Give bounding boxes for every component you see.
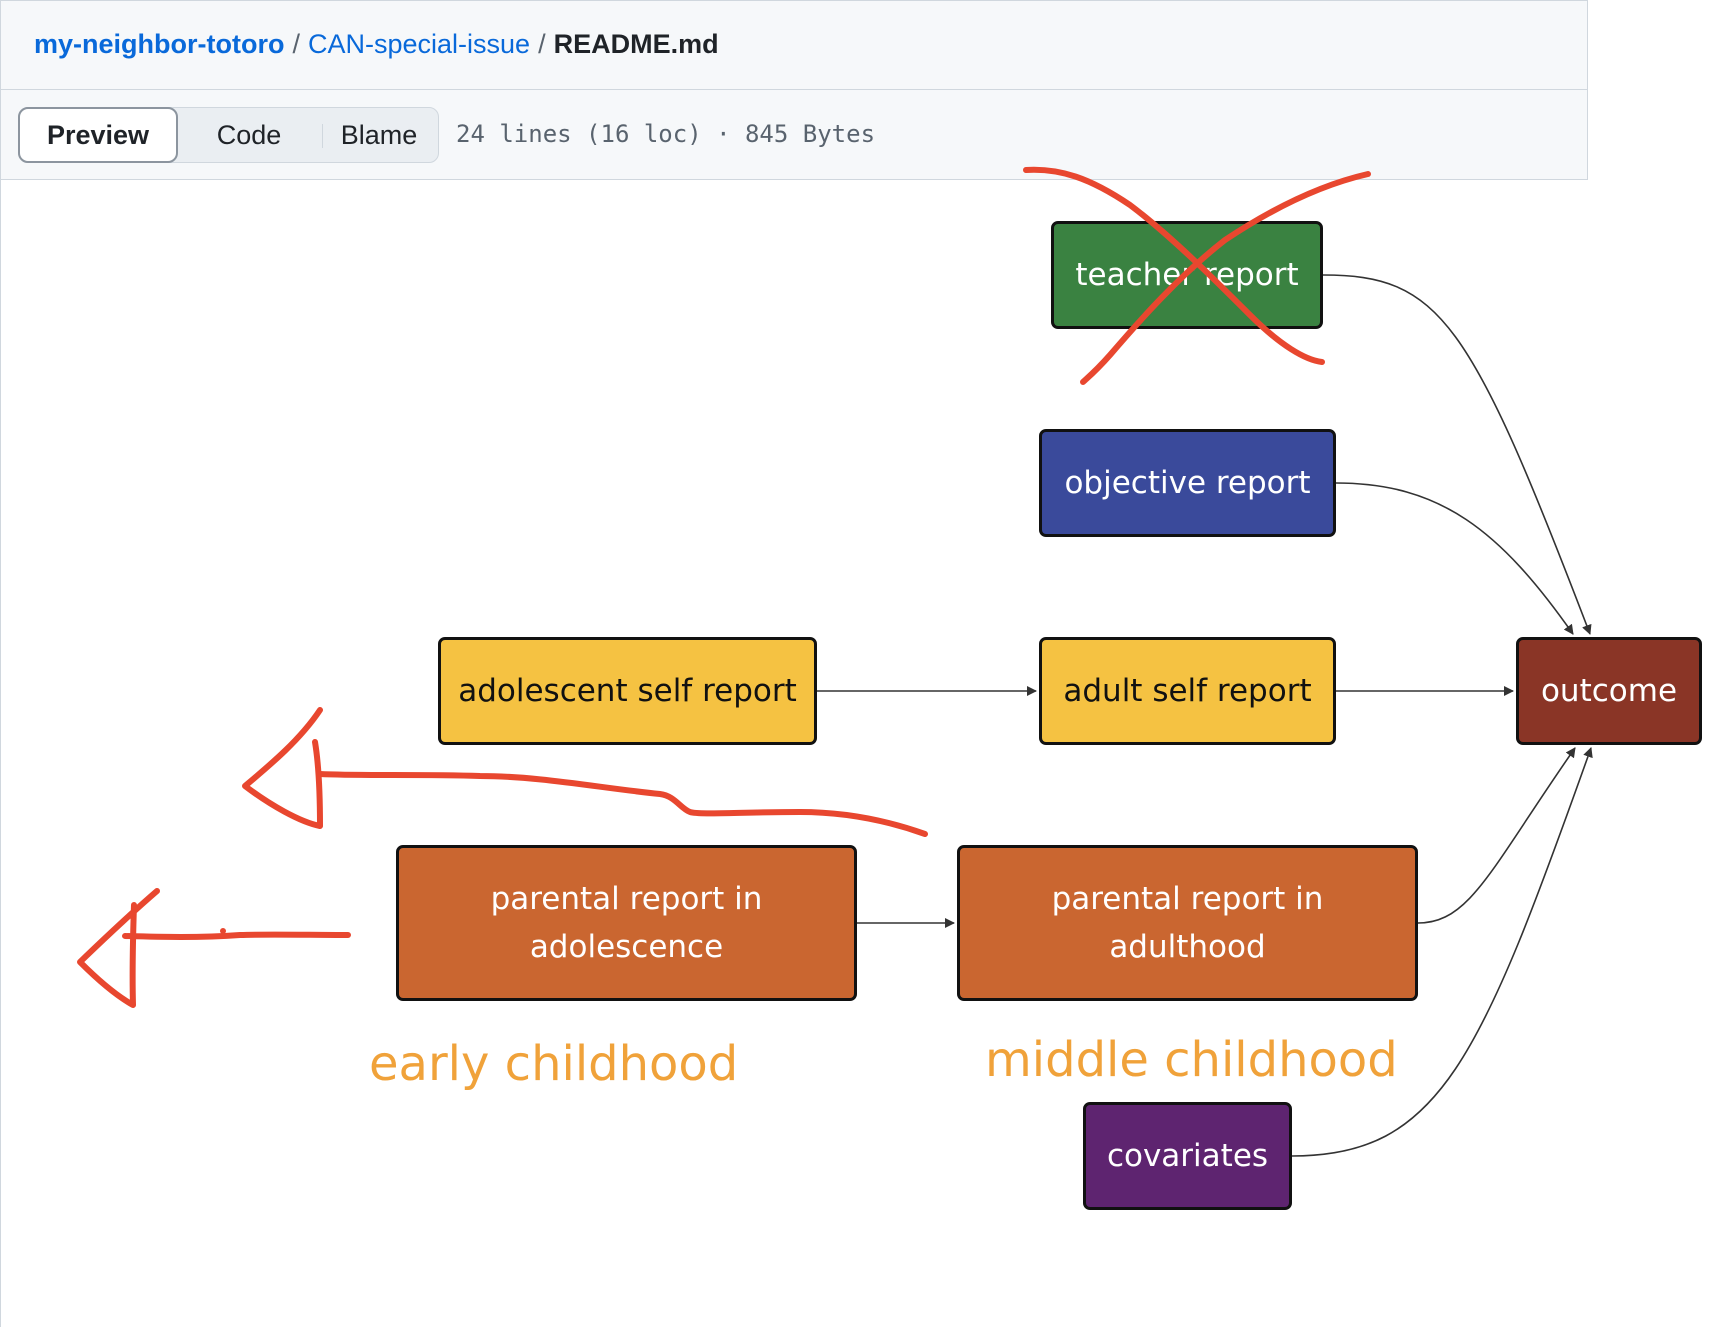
node-covariates: covariates (1083, 1102, 1292, 1210)
file-info: 24 lines (16 loc) · 845 Bytes (456, 120, 876, 148)
breadcrumb-repo-link[interactable]: my-neighbor-totoro (34, 29, 285, 59)
node-objective-report: objective report (1039, 429, 1336, 537)
segment-divider (322, 124, 323, 148)
node-label: adolescent self report (458, 673, 797, 709)
file-header: my-neighbor-totoro/CAN-special-issue/REA… (0, 0, 1588, 180)
node-label: covariates (1106, 1138, 1269, 1174)
edge-paradult-outcome (1417, 747, 1576, 924)
breadcrumb: my-neighbor-totoro/CAN-special-issue/REA… (34, 29, 719, 60)
arrow-upper-shaft (317, 771, 928, 837)
edge-teacher-outcome (1322, 274, 1592, 635)
cross-out-stroke-2 (1080, 171, 1371, 385)
node-label: objective report (1064, 465, 1311, 501)
file-toolbar: Preview Code Blame 24 lines (16 loc) · 8… (1, 90, 1587, 180)
view-mode-segmented-control: Preview Code Blame (18, 107, 439, 163)
edge-objective-outcome (1335, 482, 1574, 635)
tab-preview[interactable]: Preview (18, 107, 178, 163)
content-border (0, 180, 1, 1327)
arrow-lower-head (77, 888, 160, 1008)
node-adolescent-self-report: adolescent self report (438, 637, 817, 745)
annotation-middle-childhood: middle childhood (985, 1032, 1398, 1088)
arrow-upper-head (242, 707, 323, 829)
node-parental-report-adulthood: parental report in adulthood (957, 845, 1418, 1001)
arrow-lower-shaft (122, 931, 351, 940)
node-adult-self-report: adult self report (1039, 637, 1336, 745)
ink-dot (220, 928, 226, 934)
node-teacher-report: teacher report (1051, 221, 1323, 329)
node-label: adult self report (1063, 673, 1312, 709)
breadcrumb-separator: / (292, 29, 300, 59)
tab-blame[interactable]: Blame (340, 119, 418, 150)
cross-out-stroke-1 (1023, 166, 1325, 365)
annotation-early-childhood: early childhood (369, 1036, 739, 1092)
node-label: outcome (1540, 673, 1678, 709)
node-label-line1: parental report in (490, 881, 763, 917)
breadcrumb-bar: my-neighbor-totoro/CAN-special-issue/REA… (1, 0, 1587, 90)
node-outcome: outcome (1516, 637, 1702, 745)
node-label-line1: parental report in (1051, 881, 1324, 917)
tab-code[interactable]: Code (216, 119, 282, 150)
node-parental-report-adolescence: parental report in adolescence (396, 845, 857, 1001)
edge-covariates-outcome (1291, 747, 1593, 1157)
node-label-line2: adolescence (529, 929, 724, 965)
breadcrumb-file-name: README.md (553, 29, 719, 59)
breadcrumb-separator: / (538, 29, 546, 59)
node-label-line2: adulthood (1109, 929, 1266, 965)
breadcrumb-folder-link[interactable]: CAN-special-issue (307, 29, 531, 59)
